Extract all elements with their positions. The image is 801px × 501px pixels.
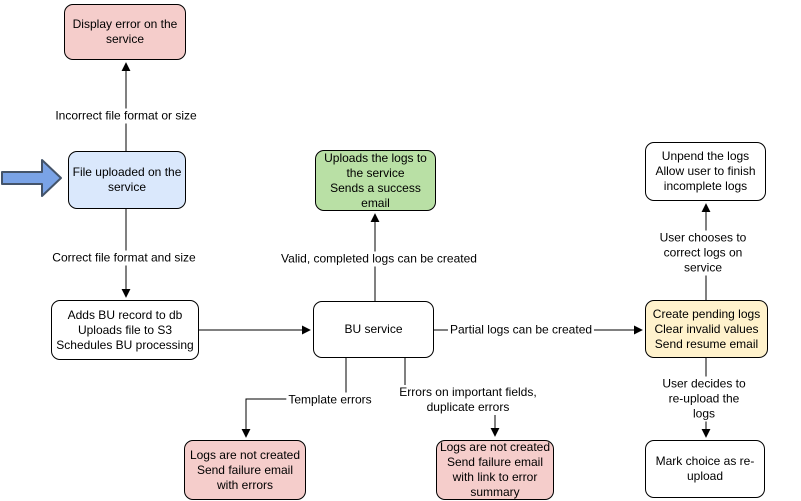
node-bu-service: BU service [313, 301, 434, 358]
node-uploads-logs: Uploads the logs to the service Sends a … [315, 150, 436, 211]
node-unpend-logs: Unpend the logs Allow user to finish inc… [645, 142, 766, 201]
edge-label-valid-completed: Valid, completed logs can be created [279, 251, 479, 267]
node-file-uploaded: File uploaded on the service [68, 151, 186, 209]
node-adds-bu-record: Adds BU record to db Uploads file to S3 … [51, 300, 199, 360]
node-display-error: Display error on the service [64, 4, 186, 60]
edge-label-user-corrects: User chooses to correct logs on service [654, 230, 752, 276]
edge-label-partial-logs: Partial logs can be created [447, 322, 595, 338]
node-logs-not-created-summary: Logs are not created Send failure email … [436, 440, 554, 500]
node-create-pending-logs: Create pending logs Clear invalid values… [645, 300, 768, 358]
edge-label-incorrect-file: Incorrect file format or size [53, 108, 199, 124]
input-arrow-icon [1, 159, 62, 197]
edge-label-user-reuploads: User decides to re-upload the logs [655, 376, 753, 422]
edge-label-template-errors: Template errors [286, 392, 374, 408]
node-logs-not-created-errors: Logs are not created Send failure email … [184, 440, 306, 500]
node-mark-choice-reupload: Mark choice as re- upload [645, 440, 765, 498]
edge-label-important-fields: Errors on important fields, duplicate er… [397, 385, 539, 415]
edge-label-correct-file: Correct file format and size [50, 250, 198, 266]
